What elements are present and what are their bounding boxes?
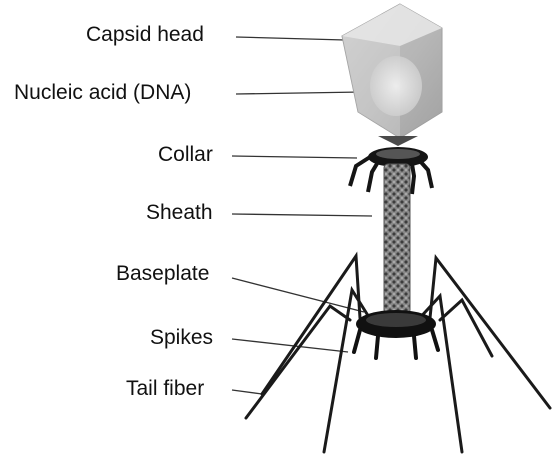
tail-fiber-leader bbox=[232, 390, 262, 394]
capsid-head-leader bbox=[236, 37, 345, 40]
baseplate-label: Baseplate bbox=[116, 263, 209, 284]
nucleic-acid-leader bbox=[236, 92, 362, 94]
tail-sheath bbox=[384, 164, 410, 314]
spikes-leader bbox=[232, 339, 348, 352]
tail-fiber-label: Tail fiber bbox=[126, 378, 204, 399]
baseplate bbox=[356, 310, 436, 338]
capsid-head-label: Capsid head bbox=[86, 24, 204, 45]
nucleic-acid-label: Nucleic acid (DNA) bbox=[14, 82, 191, 103]
baseplate-leader bbox=[232, 278, 364, 312]
collar-leader bbox=[232, 156, 357, 158]
capsid-head bbox=[342, 4, 442, 146]
collar-label: Collar bbox=[158, 144, 213, 165]
leader-lines bbox=[232, 37, 372, 394]
sheath-label: Sheath bbox=[146, 202, 213, 223]
nucleic-acid-core bbox=[370, 56, 422, 116]
spikes-label: Spikes bbox=[150, 327, 213, 348]
sheath-leader bbox=[232, 214, 372, 216]
